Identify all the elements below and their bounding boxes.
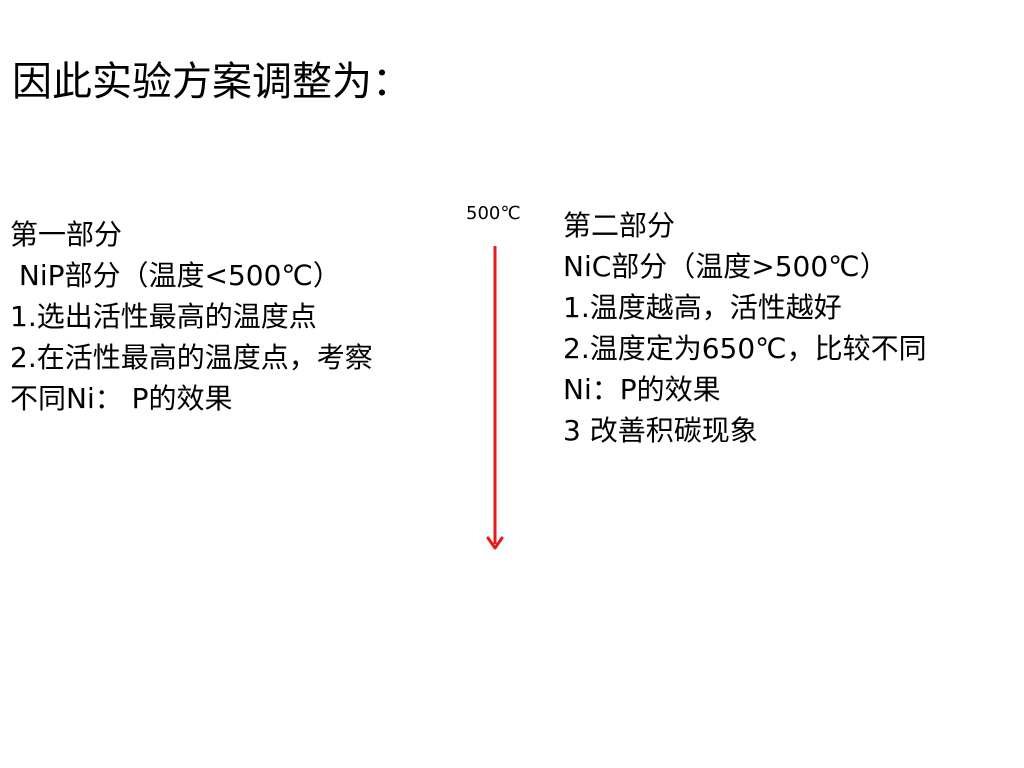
part-two-heading: 第二部分 <box>563 209 676 242</box>
part-one-block: 第一部分 NiP部分（温度<500℃） 1.选出活性最高的温度点 2.在活性最高… <box>10 214 460 419</box>
part-one-line: NiP部分（温度<500℃） <box>10 259 341 292</box>
part-two-line: NiC部分（温度>500℃） <box>563 250 888 283</box>
part-one-heading: 第一部分 <box>10 218 123 251</box>
temperature-marker-label: 500℃ <box>466 203 521 224</box>
part-one-line: 1.选出活性最高的温度点 <box>10 300 317 333</box>
part-one-line: 不同Ni： P的效果 <box>10 382 233 415</box>
part-two-line: 3 改善积碳现象 <box>563 414 758 447</box>
part-two-block: 第二部分 NiC部分（温度>500℃） 1.温度越高，活性越好 2.温度定为65… <box>563 205 1013 451</box>
part-two-line: 1.温度越高，活性越好 <box>563 291 842 324</box>
part-one-line: 2.在活性最高的温度点，考察 <box>10 341 373 374</box>
down-arrow-icon <box>486 246 504 550</box>
slide-title: 因此实验方案调整为： <box>12 59 412 105</box>
part-two-line: 2.温度定为650℃，比较不同 <box>563 332 927 365</box>
part-two-line: Ni：P的效果 <box>563 373 721 406</box>
